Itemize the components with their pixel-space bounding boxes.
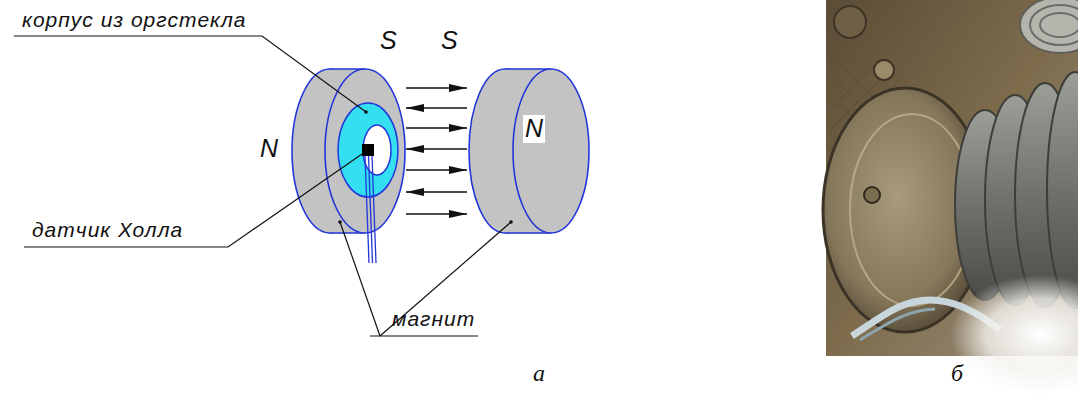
pole-letter: S — [441, 27, 458, 55]
field-arrow — [406, 107, 467, 108]
sensor-wire — [365, 156, 369, 263]
leader-line — [14, 36, 366, 112]
leader-line — [370, 335, 478, 336]
field-arrow — [406, 191, 467, 192]
field-arrow — [406, 213, 467, 214]
sensor-wire — [369, 156, 373, 263]
field-arrow — [406, 169, 467, 170]
magnet-outline — [467, 67, 592, 235]
field-arrow — [406, 87, 467, 88]
plexiglass-housing — [338, 103, 398, 197]
leader-line — [380, 222, 511, 336]
pole-letter: N — [523, 115, 545, 143]
pole-letter: S — [380, 27, 397, 55]
field-arrow — [406, 148, 467, 149]
callout-label: магнит — [392, 307, 475, 330]
leader-line — [24, 154, 362, 247]
leader-line — [340, 222, 380, 336]
photo — [823, 0, 1078, 395]
sensor-wire — [372, 156, 376, 263]
magnet-disc — [292, 69, 405, 233]
subfigure-letter: а — [533, 360, 545, 386]
magnet-disc — [469, 69, 589, 233]
field-arrow — [406, 127, 467, 128]
magnet-node: SN — [467, 67, 592, 235]
pole-letter: N — [260, 135, 278, 163]
subfigure-letter: б — [951, 360, 963, 386]
housing-bore — [363, 125, 391, 175]
callout-label: датчик Холла — [32, 218, 183, 241]
callout-label: корпус из оргстекла — [22, 8, 247, 31]
hall-sensor — [362, 144, 374, 156]
